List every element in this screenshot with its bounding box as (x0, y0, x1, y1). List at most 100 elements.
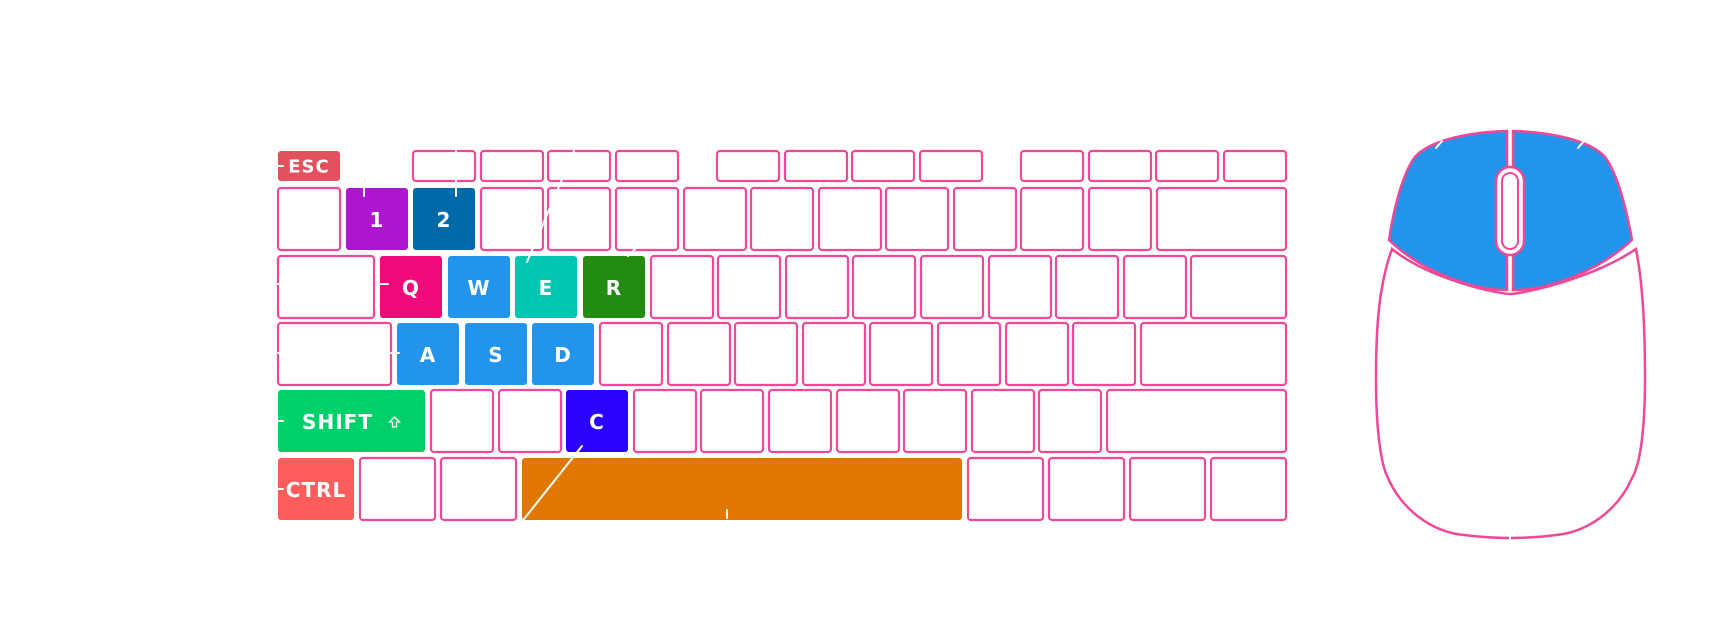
key-blank (1155, 186, 1288, 252)
key-blank (987, 254, 1053, 320)
key-blank-cap (919, 254, 985, 320)
key-blank (936, 321, 1002, 387)
key-blank (1122, 254, 1188, 320)
key-blank-cap (614, 186, 680, 252)
key-blank (479, 186, 545, 252)
key-blank (1139, 321, 1288, 387)
key-blank-cap (749, 186, 815, 252)
key-blank (1105, 388, 1288, 454)
key-blank-cap (835, 388, 901, 454)
key-blank-cap (1004, 321, 1070, 387)
key-c-cap (566, 390, 628, 452)
key-blank (918, 149, 984, 183)
key-esc-cap (278, 151, 340, 181)
key-blank-cap (1222, 149, 1288, 183)
key-d: D (532, 323, 594, 385)
key-blank (715, 149, 781, 183)
key-blank-cap (767, 388, 833, 454)
key-blank (1054, 254, 1120, 320)
key-blank (546, 186, 612, 252)
key-blank-cap (614, 149, 680, 183)
key-blank (682, 186, 748, 252)
key-blank-cap (801, 321, 867, 387)
key-blank (784, 254, 850, 320)
key-blank-cap (918, 149, 984, 183)
key-blank (497, 388, 563, 454)
key-blank-cap (1122, 254, 1188, 320)
key-blank-cap (1189, 254, 1288, 320)
key-blank-cap (733, 321, 799, 387)
key-blank (546, 149, 612, 183)
key-blank (1222, 149, 1288, 183)
key-blank-cap (1019, 186, 1085, 252)
key-blank (835, 388, 901, 454)
key-blank (783, 149, 849, 183)
key-blank-cap (1155, 186, 1288, 252)
key-blank-cap (850, 149, 916, 183)
key-s-label: S (488, 343, 503, 367)
mouse-scroll-wheel (1494, 165, 1526, 257)
callout-line (627, 194, 636, 202)
key-esc-label: ESC (288, 157, 329, 178)
key-w-cap (448, 256, 510, 318)
key-digit-1: 1 (346, 188, 408, 250)
key-blank-cap (699, 388, 765, 454)
key-digit-2-label: 2 (437, 208, 452, 232)
key-blank-cap (987, 254, 1053, 320)
key-blank (952, 186, 1018, 252)
key-space-cap (522, 458, 962, 520)
key-blank-cap (1037, 388, 1103, 454)
key-d-cap (532, 323, 594, 385)
up-arrow-icon (387, 416, 402, 428)
key-blank (1154, 149, 1220, 183)
key-blank-cap (784, 254, 850, 320)
key-blank (439, 456, 518, 522)
key-blank (632, 388, 698, 454)
key-blank-cap (1105, 388, 1288, 454)
key-blank-cap (952, 186, 1018, 252)
key-blank-cap (497, 388, 563, 454)
keyboard-callout-lines (277, 150, 728, 520)
key-ctrl: CTRL (278, 458, 354, 520)
key-blank (1209, 456, 1288, 522)
key-blank-cap (715, 149, 781, 183)
key-c-label: C (589, 410, 605, 434)
mouse-callout-right (1577, 140, 1585, 149)
key-blank-cap (479, 186, 545, 252)
key-blank-cap (632, 388, 698, 454)
key-blank-cap (783, 149, 849, 183)
key-a-label: A (420, 343, 436, 367)
key-blank (902, 388, 968, 454)
key-blank (276, 186, 342, 252)
callout-line (523, 445, 583, 520)
key-e-cap (515, 256, 577, 318)
key-a: A (397, 323, 459, 385)
key-blank-cap (1154, 149, 1220, 183)
key-blank-cap (1047, 456, 1126, 522)
key-blank-cap (868, 321, 934, 387)
key-blank-cap (970, 388, 1036, 454)
key-digit-1-cap (346, 188, 408, 250)
key-blank (801, 321, 867, 387)
key-blank-cap (358, 456, 437, 522)
key-blank (1087, 149, 1153, 183)
key-blank-cap (666, 321, 732, 387)
key-blank-cap (1128, 456, 1207, 522)
key-blank (429, 388, 495, 454)
key-blank (276, 254, 376, 320)
key-blank-cap (546, 149, 612, 183)
key-blank (358, 456, 437, 522)
mouse-scroll-wheel-inner (1501, 172, 1519, 250)
mouse-callout-left (1435, 140, 1443, 149)
key-ctrl-cap (278, 458, 354, 520)
key-blank (1189, 254, 1288, 320)
key-s-cap (465, 323, 527, 385)
key-blank (1071, 321, 1137, 387)
mouse-left-button (1387, 129, 1509, 292)
key-blank (649, 254, 715, 320)
key-blank-cap (716, 254, 782, 320)
key-r: R (583, 256, 645, 318)
key-s: S (465, 323, 527, 385)
key-blank (411, 149, 477, 183)
key-blank-cap (1087, 149, 1153, 183)
